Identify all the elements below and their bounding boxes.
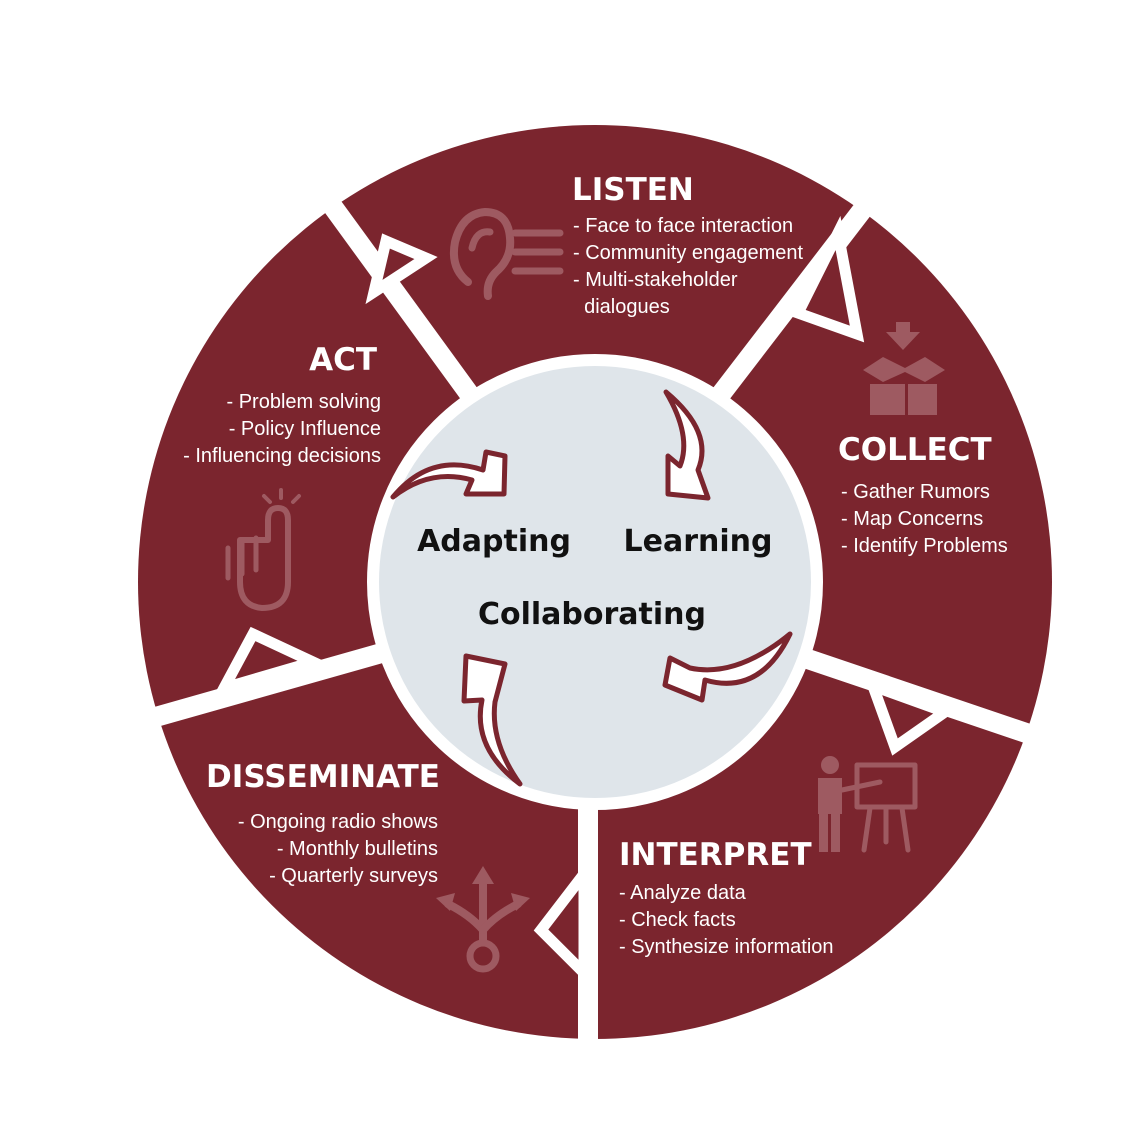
curved-arrow-top-right xyxy=(663,389,711,501)
segment-disseminate-item: - Ongoing radio shows xyxy=(238,811,438,833)
raised-hand-icon xyxy=(225,488,301,611)
center-disc xyxy=(367,354,823,810)
segment-disseminate-item: - Monthly bulletins xyxy=(277,838,438,860)
segment-listen-item: - Multi-stakeholder xyxy=(573,269,738,291)
pointer-act xyxy=(212,626,329,697)
divider-listen-collect xyxy=(713,193,878,401)
segment-act: ACT - Problem solving - Policy Influence… xyxy=(183,342,381,467)
segment-act-item: - Influencing decisions xyxy=(183,445,381,467)
segment-disseminate: DISSEMINATE - Ongoing radio shows - Mont… xyxy=(206,759,440,887)
curved-arrow-top-left xyxy=(390,449,508,500)
segment-interpret-item: - Synthesize information xyxy=(619,936,834,958)
segment-pointers xyxy=(212,215,957,987)
segment-disseminate-item: - Quarterly surveys xyxy=(269,865,438,887)
pointer-collect xyxy=(790,215,865,343)
segment-collect-item: - Gather Rumors xyxy=(841,481,990,503)
branching-arrows-icon xyxy=(436,866,530,973)
segment-collect-item: - Identify Problems xyxy=(841,535,1008,557)
segment-collect-title: COLLECT xyxy=(838,432,992,468)
center-arrows xyxy=(390,389,793,787)
pointer-listen xyxy=(365,233,438,305)
segment-listen-title: LISTEN xyxy=(572,172,694,208)
segment-listen-item: - Community engagement xyxy=(573,242,804,264)
segment-interpret-item: - Check facts xyxy=(619,909,736,931)
presenter-board-icon xyxy=(818,756,918,853)
box-download-icon xyxy=(863,322,945,415)
center-word-adapting: Adapting xyxy=(417,524,571,559)
pointer-interpret xyxy=(863,676,957,756)
segment-act-item: - Problem solving xyxy=(226,391,381,413)
segment-interpret-title: INTERPRET xyxy=(619,837,812,873)
pointer-disseminate xyxy=(533,857,590,987)
divider-disseminate-act xyxy=(142,640,395,730)
segment-act-item: - Policy Influence xyxy=(229,418,381,440)
segment-disseminate-title: DISSEMINATE xyxy=(206,759,440,795)
segment-interpret: INTERPRET - Analyze data - Check facts -… xyxy=(619,837,834,958)
curved-arrow-bottom-left xyxy=(461,653,523,787)
center-word-collaborating: Collaborating xyxy=(478,597,706,632)
ear-icon xyxy=(449,208,564,300)
segment-listen-item: - Face to face interaction xyxy=(573,215,793,237)
segment-listen-item: dialogues xyxy=(573,296,670,318)
segment-listen: LISTEN - Face to face interaction - Comm… xyxy=(572,172,804,318)
center-word-learning: Learning xyxy=(624,524,773,559)
divider-act-listen xyxy=(319,194,479,401)
segment-collect: COLLECT - Gather Rumors - Map Concerns -… xyxy=(838,432,1008,557)
segment-act-title: ACT xyxy=(309,342,377,378)
segment-collect-item: - Map Concerns xyxy=(841,508,983,530)
segment-interpret-item: - Analyze data xyxy=(619,882,747,904)
curved-arrow-bottom-right xyxy=(662,631,793,703)
